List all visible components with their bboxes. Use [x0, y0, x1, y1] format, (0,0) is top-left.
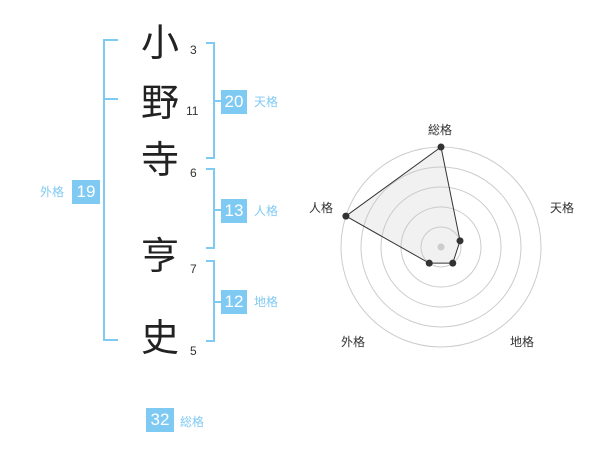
radar-axis-label-gaikaku: 外格 — [341, 335, 366, 349]
jinkaku-value: 13 — [221, 199, 247, 223]
radar-area — [344, 146, 461, 264]
surname-char-2: 野 — [141, 81, 180, 125]
radar-point-3 — [449, 259, 457, 267]
radar-ring-4 — [360, 166, 522, 328]
gaikaku-label: 外格 — [40, 185, 65, 199]
jinkaku-bracket — [206, 168, 215, 249]
radar-ring-3 — [380, 186, 502, 308]
tenkaku-value: 20 — [221, 90, 247, 114]
surname-char-3: 寺 — [141, 138, 180, 182]
given-strokes-1: 7 — [190, 262, 197, 276]
radar-point-5 — [342, 212, 350, 220]
gaikaku-bracket — [103, 39, 118, 341]
radar-axis-label-soukaku: 総格 — [428, 123, 453, 137]
radar-center — [437, 243, 445, 251]
radar-axis-label-jinkaku: 人格 — [309, 201, 334, 215]
radar-point-4 — [425, 259, 433, 267]
surname-strokes-3: 6 — [190, 166, 197, 180]
given-char-1: 亨 — [141, 234, 180, 278]
radar-axis-label-tenkaku: 天格 — [550, 201, 575, 215]
soukaku-value: 32 — [146, 408, 174, 432]
surname-char-1: 小 — [141, 21, 180, 65]
soukaku-label: 総格 — [180, 415, 205, 429]
surname-strokes-1: 3 — [190, 43, 197, 57]
given-char-2: 史 — [141, 316, 180, 360]
radar-point-1 — [437, 143, 445, 151]
radar-ring-1 — [420, 226, 462, 268]
surname-strokes-2: 11 — [186, 104, 199, 118]
tenkaku-label: 天格 — [254, 95, 279, 109]
chikaku-label: 地格 — [254, 295, 279, 309]
radar-point-2 — [456, 237, 464, 245]
radar-axis-label-chikaku: 地格 — [510, 335, 535, 349]
given-strokes-2: 5 — [190, 344, 197, 358]
jinkaku-label: 人格 — [254, 204, 279, 218]
chikaku-value: 12 — [221, 290, 247, 314]
gaikaku-value: 19 — [72, 180, 100, 204]
